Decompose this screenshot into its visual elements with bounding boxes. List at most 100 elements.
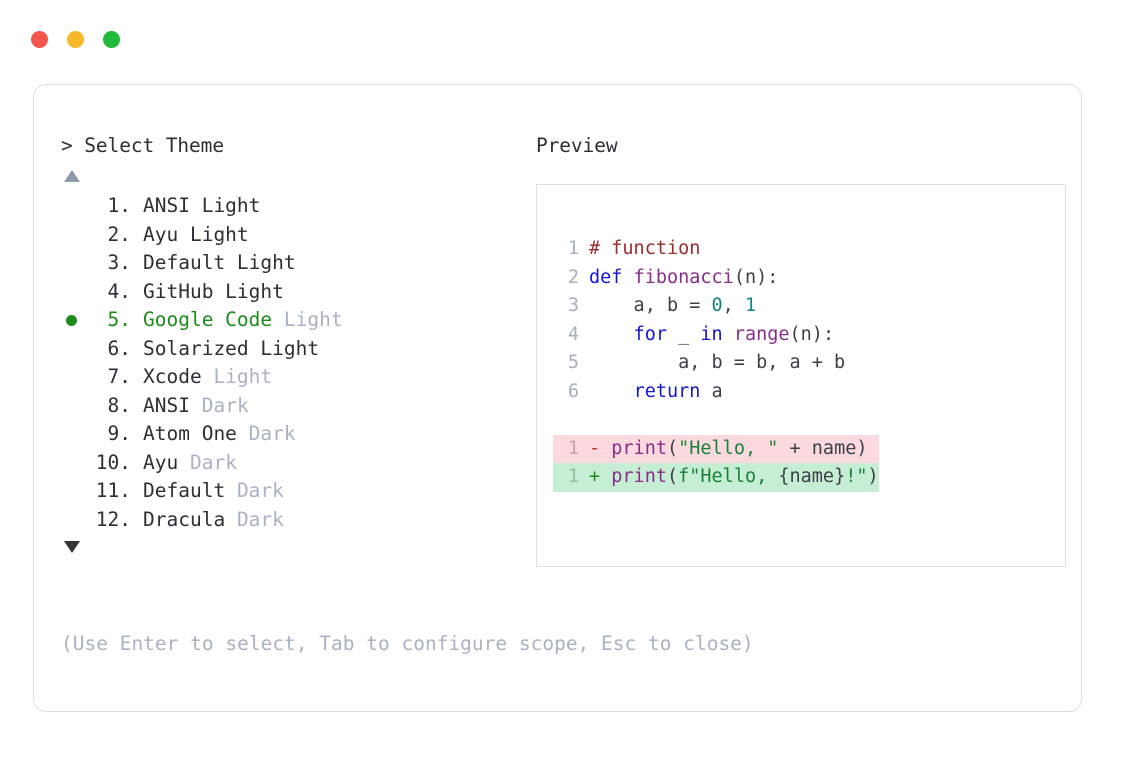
theme-item-variant: Dark: [236, 479, 284, 502]
code-token: for: [633, 323, 667, 345]
code-token: ): [867, 466, 879, 487]
code-token: (n):: [733, 266, 779, 288]
code-token: (: [666, 466, 679, 487]
code-line: 3 a, b = 0, 1: [553, 292, 879, 321]
theme-list-item[interactable]: 1. ANSI Light: [61, 192, 531, 221]
theme-item-index: 6.: [107, 336, 131, 360]
theme-item-spacer: [178, 449, 190, 478]
theme-item-name: Atom One: [143, 422, 237, 445]
line-number: 3: [567, 295, 579, 316]
line-number: 4: [567, 323, 579, 345]
code-token: a, b = b, a + b: [589, 352, 846, 373]
theme-item-index: 8.: [107, 393, 131, 417]
theme-item-spacer: [225, 477, 237, 506]
code-token: (n):: [789, 323, 835, 345]
selection-bullet-cell: [61, 278, 91, 307]
theme-item-name: Ayu: [143, 450, 179, 474]
theme-item-variant: Dark: [236, 507, 284, 531]
triangle-up-icon[interactable]: [64, 170, 80, 182]
selection-bullet-cell: [61, 477, 91, 506]
theme-item-name: ANSI Light: [143, 194, 261, 217]
code-line: 5 a, b = b, a + b: [553, 349, 879, 378]
close-button[interactable]: [31, 31, 48, 48]
theme-item-index: 10.: [95, 450, 131, 474]
code-token: # function: [589, 238, 701, 259]
selection-bullet-cell: [61, 306, 91, 335]
code-source: for _ in range(n):: [589, 321, 835, 350]
code-token: 1: [744, 295, 757, 316]
theme-list-item[interactable]: 11. Default Dark: [61, 477, 531, 506]
line-number: 1: [567, 466, 579, 487]
code-line: 6 return a: [553, 378, 879, 407]
code-token: + name): [778, 437, 868, 459]
preview-header: Preview: [536, 134, 618, 157]
code-blank-line: [553, 406, 879, 435]
theme-item-spacer: [202, 363, 214, 392]
code-token: [589, 324, 634, 345]
theme-item-name: Ayu Light: [143, 222, 249, 246]
code-token: in: [700, 323, 723, 345]
theme-list-item[interactable]: 12.Dracula Dark: [61, 506, 531, 535]
theme-list-item[interactable]: 3. Default Light: [61, 249, 531, 278]
theme-item-name: Xcode: [143, 365, 202, 388]
code-token: range: [733, 323, 790, 345]
code-token: [589, 381, 634, 402]
window-traffic-lights: [31, 31, 120, 48]
code-source: # function: [589, 235, 700, 264]
theme-item-name: Google Code: [143, 308, 273, 331]
theme-item-index: 1.: [107, 194, 131, 217]
theme-list-item[interactable]: 8.ANSI Dark: [61, 392, 531, 421]
theme-item-index: 9.: [107, 422, 131, 445]
theme-item-spacer: [272, 306, 284, 335]
code-line: 1# function: [553, 235, 879, 264]
select-theme-header: > Select Theme: [61, 134, 224, 157]
theme-list-item[interactable]: 9.Atom One Dark: [61, 420, 531, 449]
diff-sign: -: [589, 437, 601, 459]
theme-item-name: Default: [143, 479, 226, 502]
theme-item-spacer: [237, 420, 249, 449]
diff-source: print("Hello, " + name): [611, 435, 867, 464]
selection-bullet-cell: [61, 363, 91, 392]
theme-list-item[interactable]: 6. Solarized Light: [61, 335, 531, 364]
diff-line-del: 1- print("Hello, " + name): [553, 434, 879, 464]
theme-item-index: 7.: [107, 365, 131, 388]
code-token: !": [845, 466, 868, 487]
theme-list-item[interactable]: 10. Ayu Dark: [61, 449, 531, 478]
code-token: {name}: [778, 466, 846, 487]
code-token: (: [666, 437, 679, 459]
selection-bullet-cell: [61, 420, 91, 449]
theme-item-name: Solarized Light: [143, 336, 320, 360]
theme-list-item[interactable]: 4. GitHub Light: [61, 278, 531, 307]
theme-item-variant: Dark: [189, 450, 237, 474]
code-token: a: [700, 380, 723, 402]
theme-item-name: GitHub Light: [143, 279, 284, 303]
code-token: print: [611, 466, 667, 487]
theme-list-item[interactable]: 2.Ayu Light: [61, 221, 531, 250]
code-token: "Hello, ": [678, 437, 779, 459]
code-line: 4 for _ in range(n):: [553, 321, 879, 350]
theme-item-index: 3.: [107, 251, 131, 274]
theme-item-index: 5.: [107, 308, 131, 331]
selection-bullet-cell: [61, 335, 91, 364]
code-source: def fibonacci(n):: [589, 264, 778, 293]
line-number: 5: [567, 352, 579, 373]
theme-list-item[interactable]: 7.Xcode Light: [61, 363, 531, 392]
diff-gap: [600, 435, 611, 464]
theme-item-spacer: [225, 506, 237, 535]
code-token: ,: [722, 295, 745, 316]
line-number: 1: [567, 437, 579, 459]
code-token: f"Hello,: [678, 466, 779, 487]
selection-bullet-cell: [61, 506, 91, 535]
theme-item-index: 11.: [95, 479, 131, 502]
triangle-down-icon[interactable]: [64, 541, 80, 553]
maximize-button[interactable]: [103, 31, 120, 48]
theme-list-item[interactable]: 5.Google Code Light: [61, 306, 531, 335]
theme-item-index: 4.: [107, 279, 131, 303]
theme-item-name: Default Light: [143, 251, 296, 274]
minimize-button[interactable]: [67, 31, 84, 48]
line-number: 6: [567, 380, 579, 402]
